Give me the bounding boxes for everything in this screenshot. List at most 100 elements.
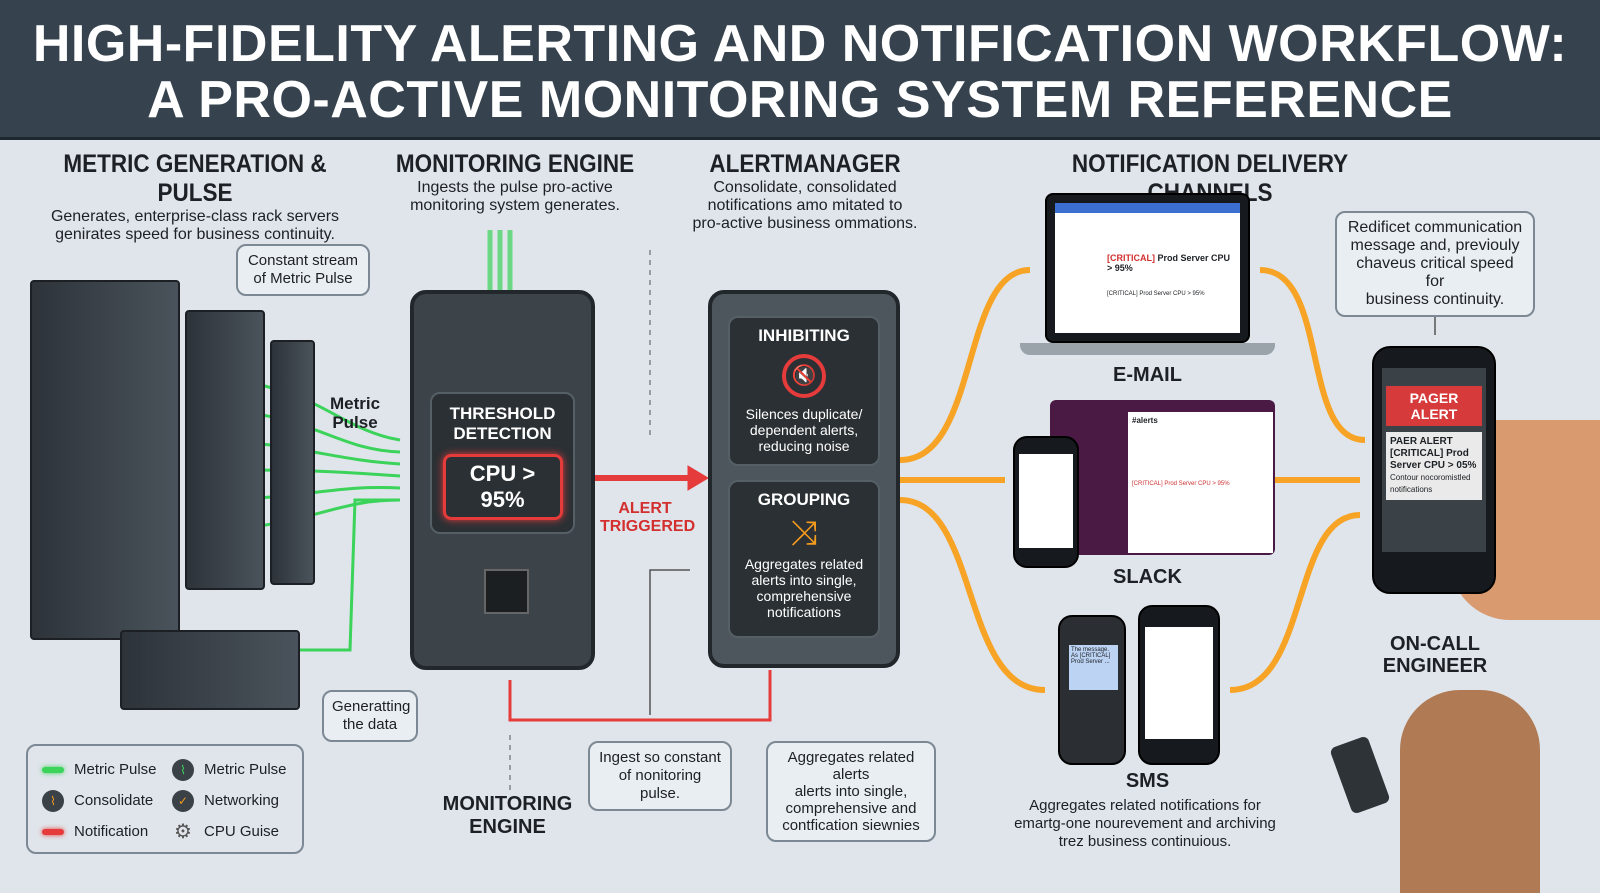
legend-label: Notification: [74, 823, 149, 840]
inhibiting-panel: INHIBITING 🔇 Silences duplicate/ depende…: [728, 316, 880, 466]
section-desc: notifications amo mitated to: [707, 197, 903, 214]
merge-arrows-icon: ⤨: [790, 514, 818, 552]
pulse-icon: ⌇: [172, 758, 194, 781]
callout-text: Generatting: [332, 698, 411, 715]
panel-desc: Aggregates related: [744, 556, 864, 572]
sms-message: The message. As [CRITICAL] Prod Server .…: [1069, 645, 1118, 690]
pager-alert-banner: PAGER ALERT: [1386, 386, 1482, 426]
pager-notification[interactable]: PAER ALERT [CRITICAL] Prod Server CPU > …: [1386, 432, 1482, 500]
callout-text: message and, previouly: [1350, 237, 1520, 254]
desc-text: trez business continuious.: [1058, 833, 1232, 850]
legend-item: Notification: [42, 816, 172, 847]
callout-text: contfication siewnies: [782, 817, 920, 834]
email-laptop: [CRITICAL] Prod Server CPU > 95% [CRITIC…: [1045, 193, 1250, 343]
section-metric: METRIC GENERATION & PULSE Generates, ent…: [20, 150, 370, 244]
legend-item: ⌇ Consolidate: [42, 785, 172, 816]
notif-text: PAER ALERT: [1390, 436, 1453, 447]
rack-server: [270, 340, 315, 585]
callout-text: Ingest so constant: [599, 749, 721, 766]
section-desc: Consolidate, consolidated: [713, 179, 897, 196]
notif-text: [CRITICAL] Prod: [1390, 448, 1469, 459]
callout-text: of nonitoring pulse.: [618, 767, 702, 802]
cpu-rule-badge: CPU > 95%: [442, 454, 563, 520]
label-text: TRIGGERED: [600, 518, 696, 535]
slack-message: [CRITICAL] Prod Server CPU > 95%: [1132, 481, 1230, 487]
legend-label: CPU Guise: [204, 823, 280, 840]
email-subject: Prod Server CPU > 95%: [1107, 253, 1231, 273]
section-alertmanager: ALERTMANAGER Consolidate, consolidated n…: [680, 150, 930, 233]
panel-desc: comprehensive: [756, 588, 852, 604]
label-text: ENGINE: [469, 816, 546, 838]
monitoring-engine-board: THRESHOLD DETECTION CPU > 95%: [410, 290, 595, 670]
notif-text: Contour nocoromistled: [1390, 473, 1471, 482]
section-desc: monitoring system generates.: [410, 197, 620, 214]
panel-desc: notifications: [767, 604, 841, 620]
feature-phone: The message. As [CRITICAL] Prod Server .…: [1058, 615, 1126, 765]
engineer-illustration: [1400, 690, 1540, 893]
legend-label: Metric Pulse: [74, 761, 157, 778]
legend-label: Consolidate: [74, 792, 154, 809]
label-text: Pulse: [332, 413, 378, 432]
network-switch: [120, 630, 300, 710]
legend-item: ⚙ CPU Guise: [172, 816, 302, 847]
red-line-icon: [42, 828, 64, 835]
email-toolbar: [1055, 203, 1240, 213]
section-desc: pro-active business ommations.: [692, 215, 918, 232]
section-title: MONITORING ENGINE: [395, 150, 635, 178]
laptop-base: [1020, 343, 1275, 355]
section-title: METRIC GENERATION & PULSE: [63, 150, 327, 207]
sms-label: SMS: [1125, 770, 1170, 792]
threshold-title: DETECTION: [453, 424, 552, 443]
label-text: Metric: [329, 394, 381, 413]
pager-phone: PAGER ALERT PAER ALERT [CRITICAL] Prod S…: [1372, 346, 1496, 594]
callout-text: Redificet communication: [1347, 219, 1523, 236]
email-line: [CRITICAL] Prod Server CPU > 95%: [1107, 291, 1205, 297]
callout-text: Aggregates related alerts: [787, 749, 915, 783]
mute-icon: 🔇: [782, 354, 826, 398]
slack-window: #alerts [CRITICAL] Prod Server CPU > 95%: [1050, 400, 1275, 555]
slack-label: SLACK: [1113, 566, 1182, 588]
title-line-2: A PRO-ACTIVE MONITORING SYSTEM REFERENCE: [147, 71, 1453, 129]
pulse-icon: ⌇: [42, 789, 64, 812]
alertmanager-device: INHIBITING 🔇 Silences duplicate/ depende…: [708, 290, 900, 668]
rack-server: [30, 280, 180, 640]
label-text: ON-CALL: [1390, 633, 1480, 655]
legend-label: Networking: [204, 792, 280, 809]
gear-icon: ⚙: [174, 821, 192, 843]
slack-channel: #alerts: [1132, 416, 1158, 425]
callout-text: of Metric Pulse: [253, 270, 353, 287]
section-title: ALERTMANAGER: [709, 150, 901, 178]
email-tag: [CRITICAL]: [1107, 253, 1155, 263]
callout-text: chaveus critical speed for: [1356, 255, 1514, 290]
callout-text: comprehensive and: [785, 800, 917, 817]
grouping-panel: GROUPING ⤨ Aggregates related alerts int…: [728, 480, 880, 638]
desc-text: Aggregates related notifications for: [1029, 797, 1261, 814]
panel-desc: alerts into single,: [751, 572, 857, 588]
label-text: ALERT: [618, 500, 672, 517]
slack-mobile: [1013, 436, 1079, 568]
dashed-guide: [509, 250, 651, 790]
desc-text: emartg-one nourevement and archiving: [1014, 815, 1276, 832]
rack-server: [185, 310, 265, 590]
notif-text: Server CPU > 05%: [1390, 460, 1477, 471]
section-desc: genirates speed for business continuity.: [55, 226, 335, 243]
email-label: E-MAIL: [1113, 364, 1182, 386]
check-pulse-icon: ✓: [172, 789, 194, 812]
threshold-title: THRESHOLD: [449, 404, 556, 423]
panel-desc: reducing noise: [758, 438, 850, 454]
legend: Metric Pulse⌇Metric Pulse⌇Consolidate✓Ne…: [26, 744, 304, 854]
callout-text: the data: [342, 716, 398, 733]
callout-text: business continuity.: [1365, 291, 1505, 308]
legend-item: Metric Pulse: [42, 754, 172, 785]
panel-title: INHIBITING: [758, 326, 850, 345]
